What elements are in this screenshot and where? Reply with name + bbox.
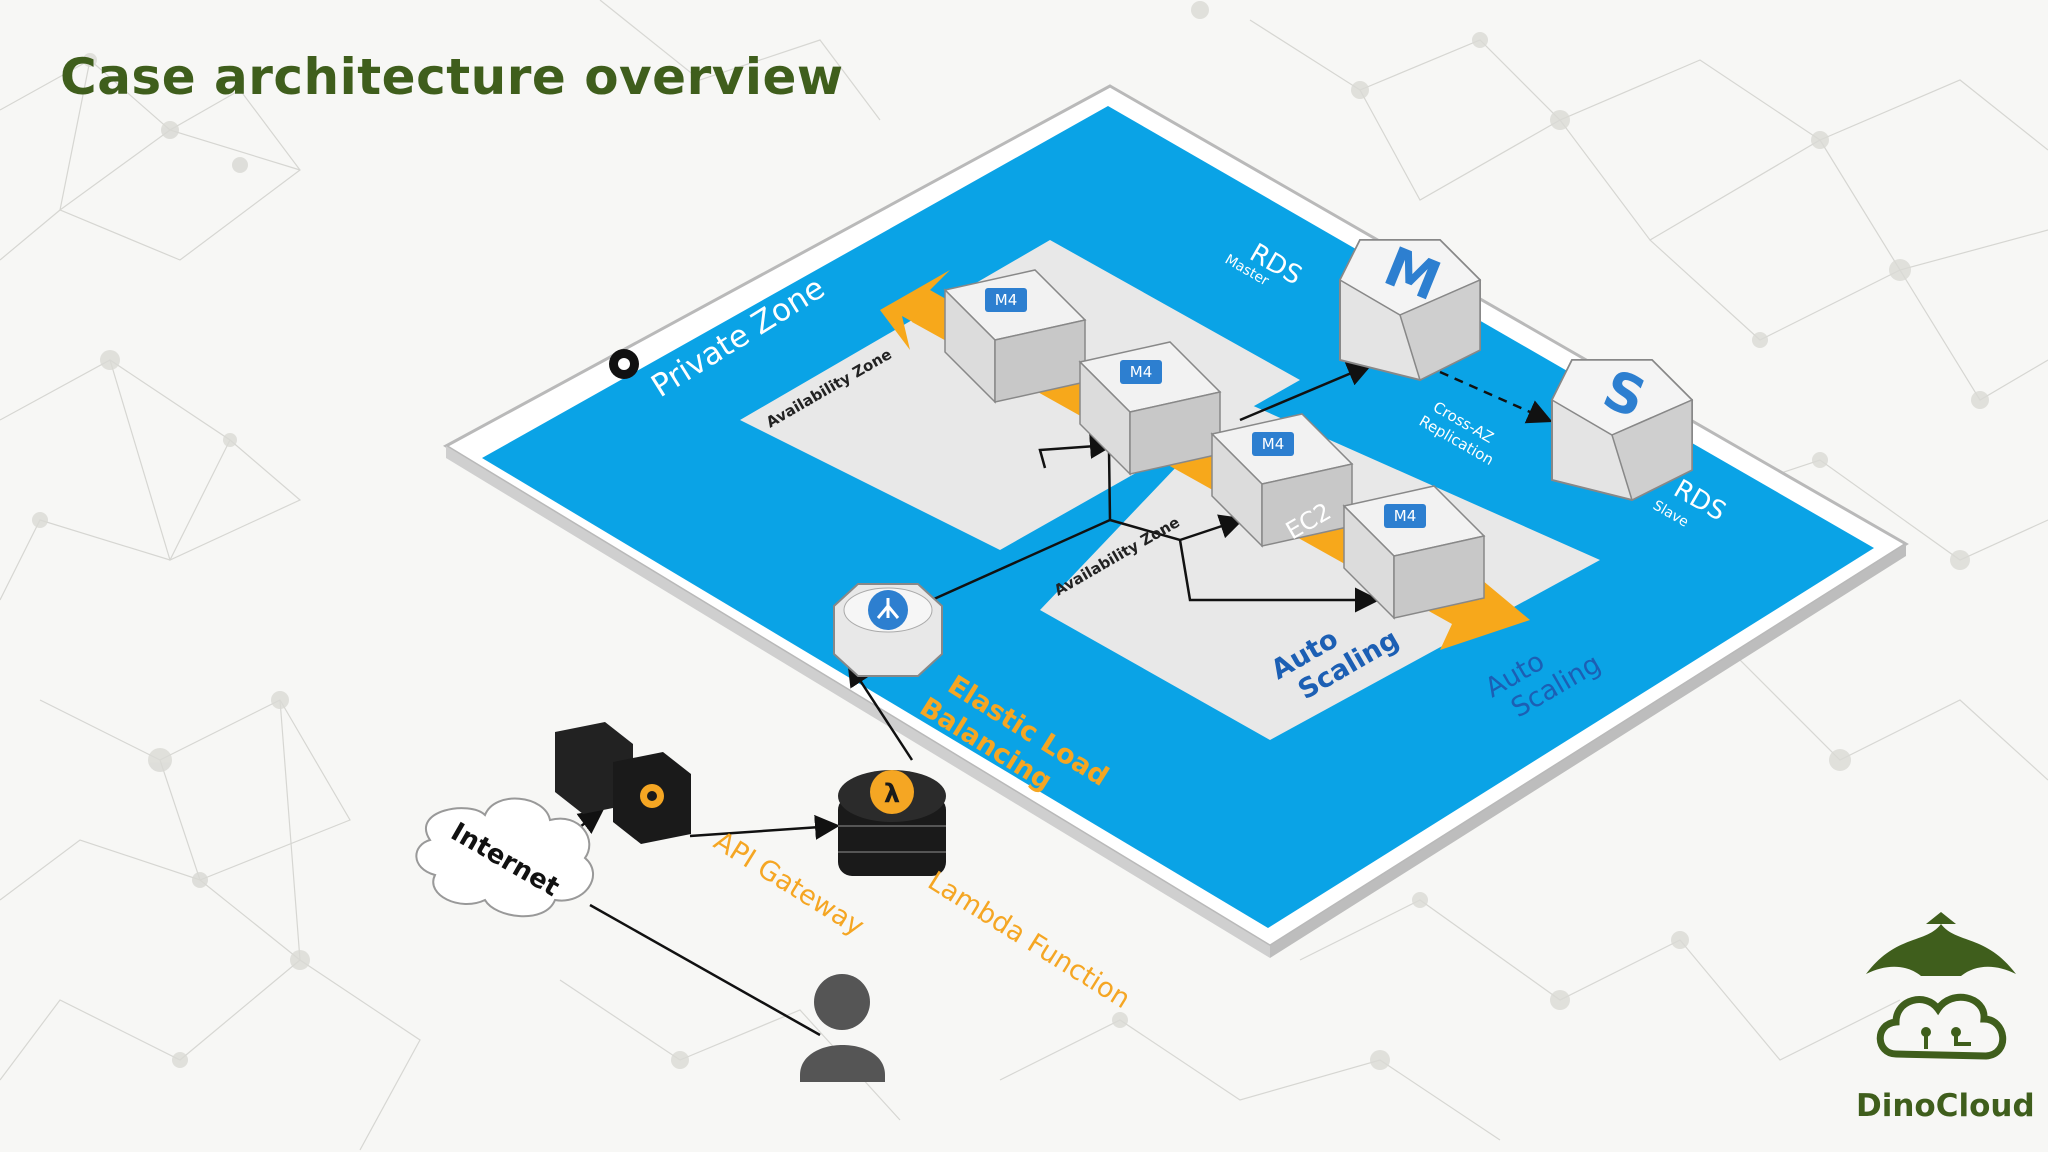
m4-label: M4 — [1130, 363, 1153, 381]
brand-name: DinoCloud — [1856, 1088, 2035, 1124]
m4-instance-1: M4 — [943, 269, 1087, 404]
user-to-internet — [589, 903, 821, 1037]
user-icon — [800, 974, 885, 1082]
elb-icon — [876, 598, 900, 619]
rds-master-node: M — [1339, 235, 1482, 382]
route-instance-4 — [1178, 539, 1380, 613]
platform-logo-icon — [609, 349, 639, 379]
lambda-node: λ — [838, 770, 946, 876]
slide-title: Case architecture overview — [60, 48, 844, 106]
lambda-icon: λ — [884, 779, 900, 809]
m4-instance-3: M4 — [1210, 413, 1354, 548]
m4-label: M4 — [1394, 507, 1417, 525]
platform-edge — [446, 446, 1270, 958]
rds-slave-node: S — [1551, 357, 1694, 502]
dinocloud-logo: DinoCloud — [1856, 904, 2035, 1124]
api-gateway-to-lambda — [689, 814, 840, 840]
gear-icon — [647, 791, 657, 801]
cross-az-replication-arrow — [1439, 370, 1553, 424]
m4-instance-2: M4 — [1078, 341, 1222, 476]
lambda-label: Lambda Function — [922, 866, 1135, 1015]
availability-zone-2-area — [1040, 400, 1600, 740]
m4-instance-4: M4 — [1342, 485, 1486, 620]
elb-node — [833, 583, 943, 677]
route-instance-2 — [1038, 433, 1115, 469]
ec2-to-rds-master — [1239, 362, 1373, 422]
lambda-to-elb — [847, 660, 914, 761]
internet-cloud: Internet — [415, 797, 595, 918]
dinocloud-dino-icon — [1866, 912, 2016, 1060]
m4-label: M4 — [1262, 435, 1285, 453]
platform-edge-right — [1270, 544, 1906, 958]
api-gateway-node — [555, 722, 691, 844]
m4-label: M4 — [995, 291, 1018, 309]
